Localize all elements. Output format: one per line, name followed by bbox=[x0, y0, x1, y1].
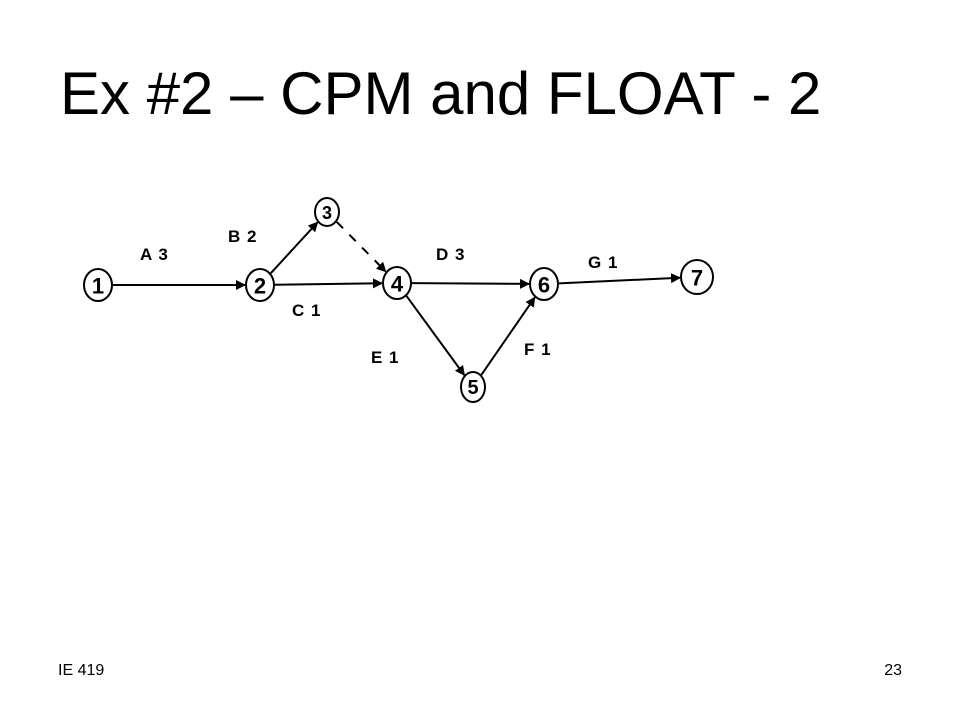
event-node-label: 1 bbox=[92, 274, 104, 299]
page-number: 23 bbox=[884, 662, 902, 679]
event-node-circle bbox=[382, 266, 412, 300]
activity-label: G 1 bbox=[588, 253, 618, 272]
event-node-circle bbox=[314, 197, 340, 227]
event-node-circle bbox=[460, 371, 486, 403]
event-node: 3 bbox=[314, 197, 340, 227]
event-nodes: 1 2 3 4 5 6 7 bbox=[83, 197, 714, 403]
event-node: 5 bbox=[460, 371, 486, 403]
event-node-label: 5 bbox=[467, 377, 478, 399]
activity-arrow bbox=[411, 278, 531, 289]
activity-label: C 1 bbox=[292, 301, 321, 320]
event-node-label: 2 bbox=[254, 274, 266, 299]
activity-label: D 3 bbox=[436, 245, 465, 264]
course-code: IE 419 bbox=[58, 662, 105, 679]
event-node-label: 6 bbox=[538, 273, 550, 298]
event-node: 4 bbox=[382, 266, 412, 300]
slide-title: Ex #2 – CPM and FLOAT - 2 bbox=[60, 60, 822, 127]
event-node-circle bbox=[245, 268, 275, 302]
event-node-label: 3 bbox=[322, 203, 332, 223]
event-node: 7 bbox=[680, 259, 714, 295]
activity-labels: A 3 B 2 C 1 D 3 E 1 F 1 G 1 bbox=[140, 227, 618, 367]
activity-arrow bbox=[480, 296, 536, 376]
event-node: 1 bbox=[83, 268, 113, 302]
activity-label: E 1 bbox=[371, 348, 400, 367]
activity-arrow bbox=[405, 295, 466, 376]
dummy-activity-arrow bbox=[336, 221, 387, 273]
event-node-circle bbox=[680, 259, 714, 295]
activity-label: B 2 bbox=[228, 227, 257, 246]
activity-arrows bbox=[113, 221, 682, 376]
activity-arrow bbox=[270, 221, 319, 274]
event-node-circle bbox=[83, 268, 113, 302]
event-node: 2 bbox=[245, 268, 275, 302]
event-node-label: 4 bbox=[391, 272, 404, 297]
activity-arrow bbox=[558, 273, 682, 285]
activity-arrow bbox=[274, 278, 384, 289]
event-node-circle bbox=[529, 267, 559, 301]
activity-label: A 3 bbox=[140, 245, 169, 264]
event-node-label: 7 bbox=[691, 266, 703, 291]
event-node: 6 bbox=[529, 267, 559, 301]
activity-label: F 1 bbox=[524, 340, 552, 359]
